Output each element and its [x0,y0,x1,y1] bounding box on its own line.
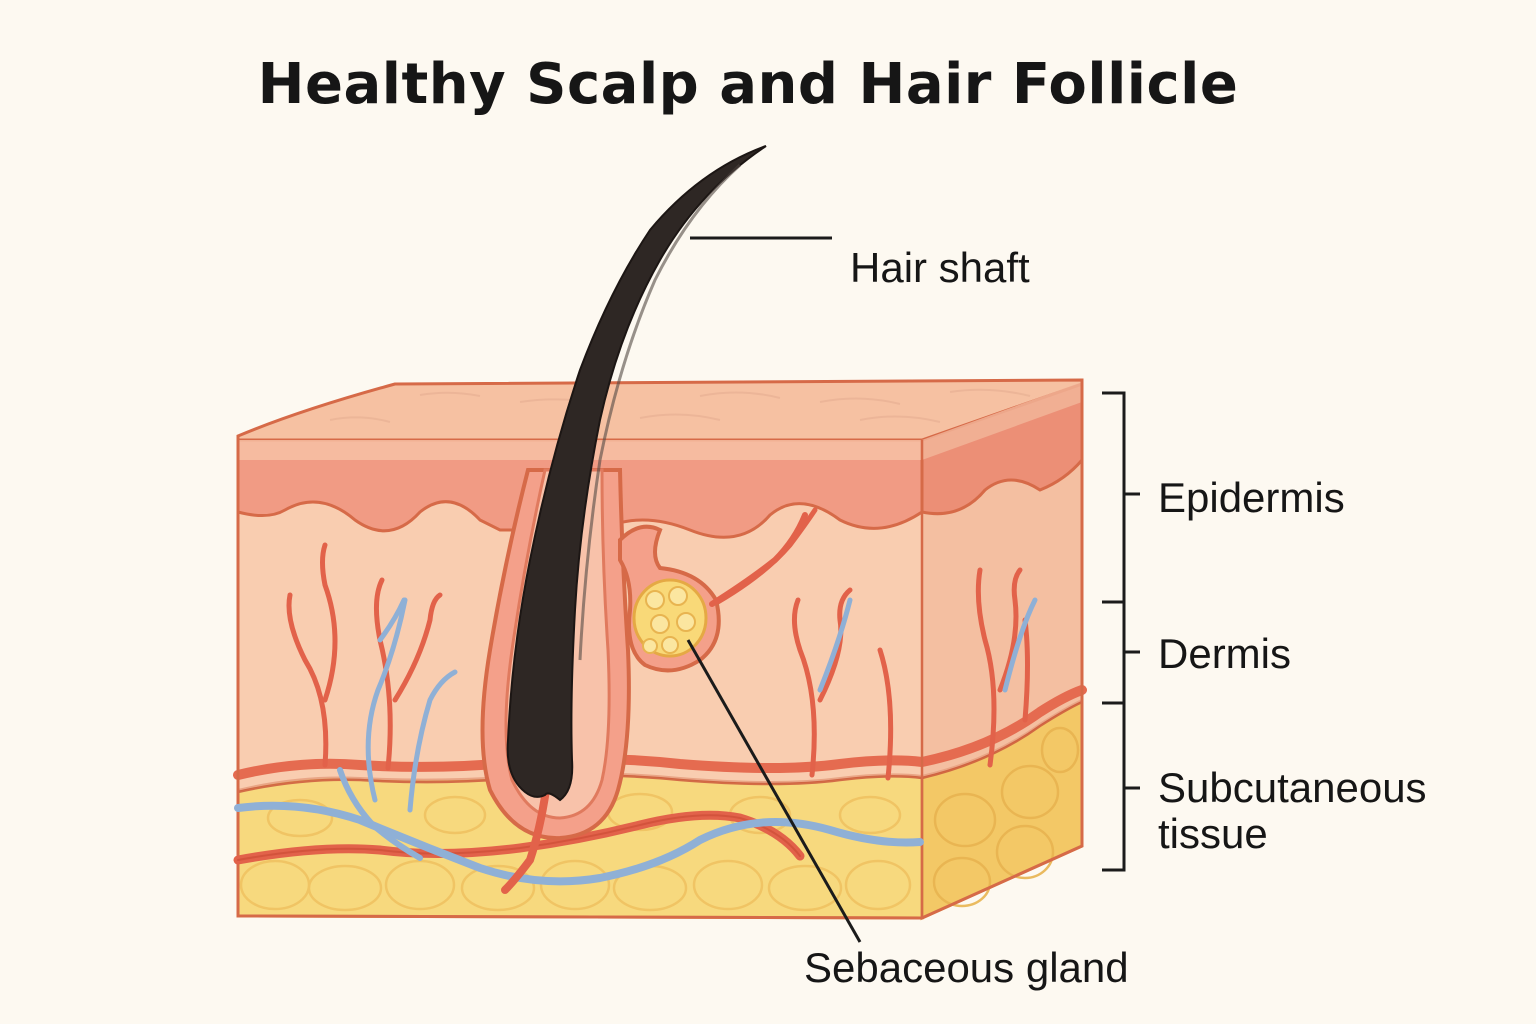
label-subcutaneous-line1: Subcutaneous [1158,764,1427,811]
annotation-lines [686,236,1140,943]
label-epidermis: Epidermis [1158,474,1345,521]
layer-bracket [1102,391,1126,872]
label-hair-shaft: Hair shaft [850,244,1030,291]
label-sebaceous-gland: Sebaceous gland [804,944,1129,991]
hair-shaft [506,145,767,802]
blood-vessels [233,507,1038,886]
sebaceous-leader-line [686,639,862,943]
label-subcutaneous-line2: tissue [1158,810,1268,857]
page-title: Healthy Scalp and Hair Follicle [257,52,1239,117]
label-dermis: Dermis [1158,630,1291,677]
